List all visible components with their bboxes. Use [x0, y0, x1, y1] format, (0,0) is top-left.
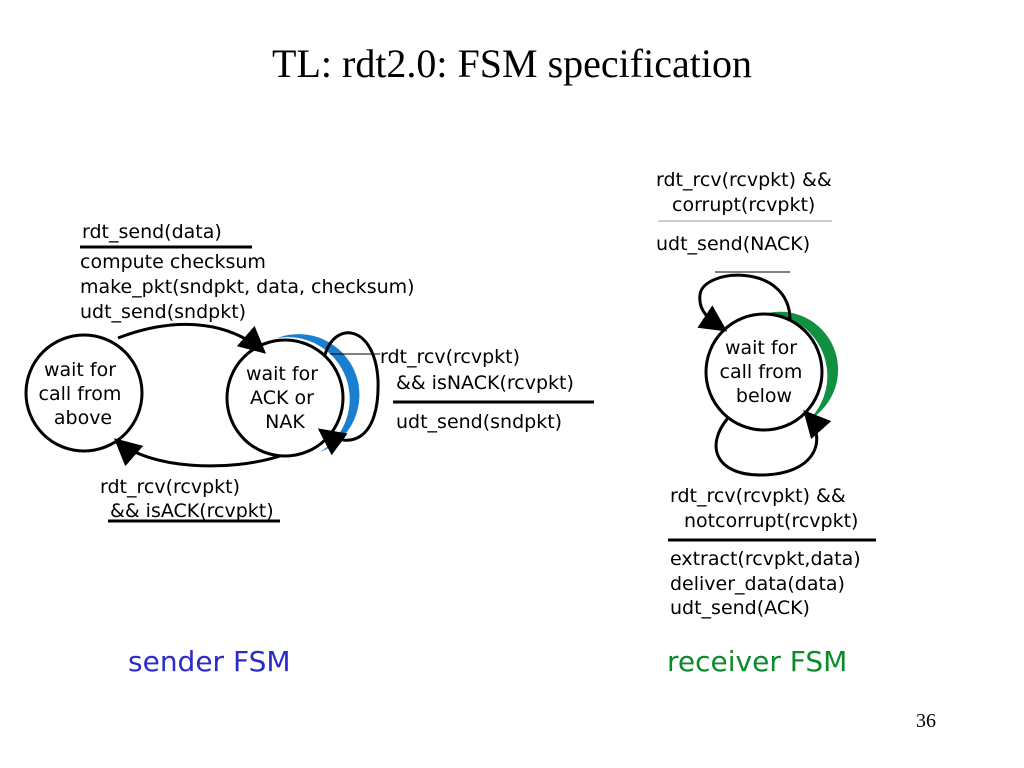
state-label-line: wait for [44, 359, 116, 381]
transition-action: deliver_data(data) [670, 573, 845, 595]
transition-action: udt_send(sndpkt) [396, 411, 562, 433]
transition-label-ack: rdt_rcv(rcvpkt) && isACK(rcvpkt) [100, 476, 280, 523]
svg-text:wait for call from: wait for call from below [720, 337, 809, 407]
page-number: 36 [916, 710, 936, 732]
transition-action: udt_send(ACK) [670, 597, 810, 619]
state-wait-for-call-from-below: wait for call from below [704, 311, 839, 432]
transition-event: notcorrupt(rcvpkt) [684, 510, 858, 532]
state-wait-for-call-from-above: wait for call from above [24, 329, 161, 453]
transition-event: corrupt(rcvpkt) [672, 194, 815, 216]
svg-text:wait for call from: wait for call from above [39, 359, 128, 429]
transition-action: udt_send(NACK) [656, 233, 810, 255]
sender-fsm-caption: sender FSM [128, 645, 291, 678]
state-label-line: call from [720, 361, 803, 383]
state-label-line: wait for [246, 363, 318, 385]
transition-event: && isNACK(rcvpkt) [396, 372, 574, 394]
state-accent-crescent [277, 334, 360, 452]
receiver-fsm-caption: receiver FSM [667, 645, 848, 678]
state-circle [24, 333, 144, 453]
transition-self-loop-corrupt [697, 273, 792, 332]
transition-action: compute checksum [80, 251, 266, 273]
transition-arrow-ack [113, 438, 281, 468]
transition-self-loop-notcorrupt [714, 409, 832, 477]
transition-arrow-send [117, 322, 267, 354]
state-label-line: below [736, 385, 792, 407]
sender-fsm: wait for call from above wait for ACK or… [24, 221, 594, 523]
transition-self-loop-nack [317, 331, 380, 456]
transition-label-send: rdt_send(data) compute checksum make_pkt… [80, 221, 415, 323]
transition-event: rdt_rcv(rcvpkt) [380, 346, 520, 368]
transition-event: rdt_send(data) [82, 221, 222, 243]
state-label-line: ACK or [250, 387, 314, 409]
transition-action: udt_send(sndpkt) [80, 301, 246, 323]
state-wait-for-ack-or-nak: wait for ACK or NAK [225, 334, 360, 458]
transition-label-corrupt: rdt_rcv(rcvpkt) && corrupt(rcvpkt) udt_s… [656, 169, 832, 255]
state-label-line: call from [39, 383, 122, 405]
transition-event: rdt_rcv(rcvpkt) && [656, 169, 832, 191]
state-circle [225, 338, 345, 458]
transition-event: rdt_rcv(rcvpkt) && [670, 485, 846, 507]
transition-action: extract(rcvpkt,data) [670, 548, 861, 570]
transition-event: rdt_rcv(rcvpkt) [100, 476, 240, 498]
transition-action: make_pkt(sndpkt, data, checksum) [80, 276, 415, 298]
svg-text:wait for ACK or: wait for ACK or NAK [246, 363, 324, 433]
transition-event: && isACK(rcvpkt) [110, 500, 274, 522]
state-label-line: above [54, 407, 112, 429]
state-label-line: NAK [265, 411, 305, 433]
transition-label-notcorrupt: rdt_rcv(rcvpkt) && notcorrupt(rcvpkt) ex… [668, 485, 876, 619]
state-accent-crescent [764, 311, 839, 420]
transition-label-nack: rdt_rcv(rcvpkt) && isNACK(rcvpkt) udt_se… [380, 346, 594, 433]
state-circle [704, 312, 824, 432]
slide-title: TL: rdt2.0: FSM specification [272, 41, 752, 86]
receiver-fsm: wait for call from below rdt_rcv(rcvpkt)… [656, 169, 876, 619]
state-label-line: wait for [725, 337, 797, 359]
